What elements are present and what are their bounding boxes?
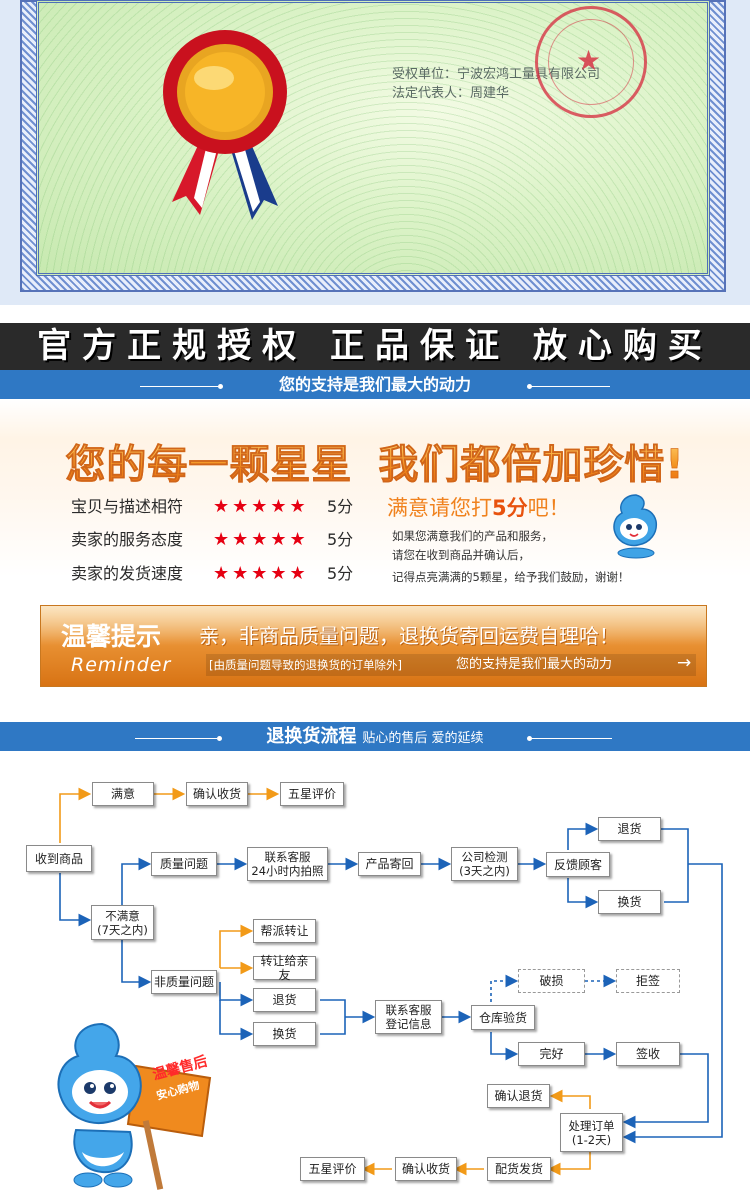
reminder-banner: 温馨提示 Reminder 亲，非商品质量问题，退换货寄回运费自理哈！ [由质量… [40,605,707,687]
mascot-small-icon [613,494,658,559]
award-ribbon-icon [163,30,287,220]
certificate-image: 受权单位：宁波宏鸿工量具有限公司 法定代表人：周建华 ★ [0,0,750,305]
node-dispatch: 配货发货 [487,1157,551,1181]
node-intact: 完好 [518,1042,585,1066]
rating-row: 卖家的发货速度 ★★★★★ 5分 [71,563,354,584]
star-rating: ★★★★★ [213,496,309,517]
node-reject: 拒签 [616,969,680,993]
node-quality-issue: 质量问题 [151,852,217,876]
satisfy-line: 记得点亮满满的5颗星，给予我们鼓励，谢谢！ [392,570,630,584]
node-damaged: 破损 [518,969,585,993]
node-register-info: 联系客服登记信息 [375,1000,442,1034]
arrow-right-icon: → [677,653,692,673]
node-feedback-customer: 反馈顾客 [546,852,610,877]
slogan-banner: 官方正规授权 正品保证 放心购买 [0,323,750,370]
node-satisfied: 满意 [92,782,154,806]
reminder-support: 您的支持是我们最大的动力 [456,657,613,672]
company-seal-stamp: ★ [535,6,647,118]
reminder-subtitle: Reminder [71,654,172,676]
node-resell: 帮派转让 [253,919,316,943]
star-rating: ★★★★★ [213,529,309,550]
node-five-star-review: 五星评价 [280,782,344,806]
node-company-inspection: 公司检测(3天之内) [451,847,518,881]
rating-row: 卖家的服务态度 ★★★★★ 5分 [71,529,354,550]
reminder-title: 温馨提示 [61,622,162,651]
reminder-note: [由质量问题导致的退换货的订单除外] [209,658,402,672]
legal-representative-text: 法定代表人：周建华 [392,86,510,101]
node-confirm-receipt: 确认收货 [186,782,248,806]
node-unsatisfied: 不满意(7天之内) [91,905,154,940]
node-confirm-receipt-2: 确认收货 [395,1157,457,1181]
reminder-message: 亲，非商品质量问题，退换货寄回运费自理哈！ [199,624,619,648]
rating-headline: 您的每一颗星星我们都倍加珍惜! [0,440,750,490]
mascot-large-icon [57,1022,212,1190]
node-ship-back: 产品寄回 [358,852,421,876]
node-process-order: 处理订单(1-2天) [560,1113,623,1152]
rating-row: 宝贝与描述相符 ★★★★★ 5分 [71,496,354,517]
satisfy-line: 如果您满意我们的产品和服务， [392,529,553,543]
node-refund: 退货 [598,817,661,841]
node-refund-2: 退货 [253,988,316,1012]
star-rating: ★★★★★ [213,563,309,584]
node-non-quality-issue: 非质量问题 [151,970,217,994]
process-title: 退换货流程贴心的售后 爱的延续 [266,726,484,747]
node-sign: 签收 [616,1042,680,1066]
node-exchange: 换货 [598,890,661,914]
node-received: 收到商品 [26,845,92,872]
support-title: 您的支持是我们最大的动力 [278,375,471,394]
node-exchange-2: 换货 [253,1022,316,1046]
satisfy-title: 满意请您打5分吧！ [387,496,570,520]
satisfy-line: 请您在收到商品并确认后， [392,548,530,562]
node-five-star-review-2: 五星评价 [300,1157,365,1181]
node-confirm-refund: 确认退货 [487,1084,550,1108]
node-warehouse-check: 仓库验货 [471,1005,535,1030]
node-give-friend: 转让给亲友 [253,954,316,982]
process-strip [0,722,750,751]
support-strip [0,370,750,399]
